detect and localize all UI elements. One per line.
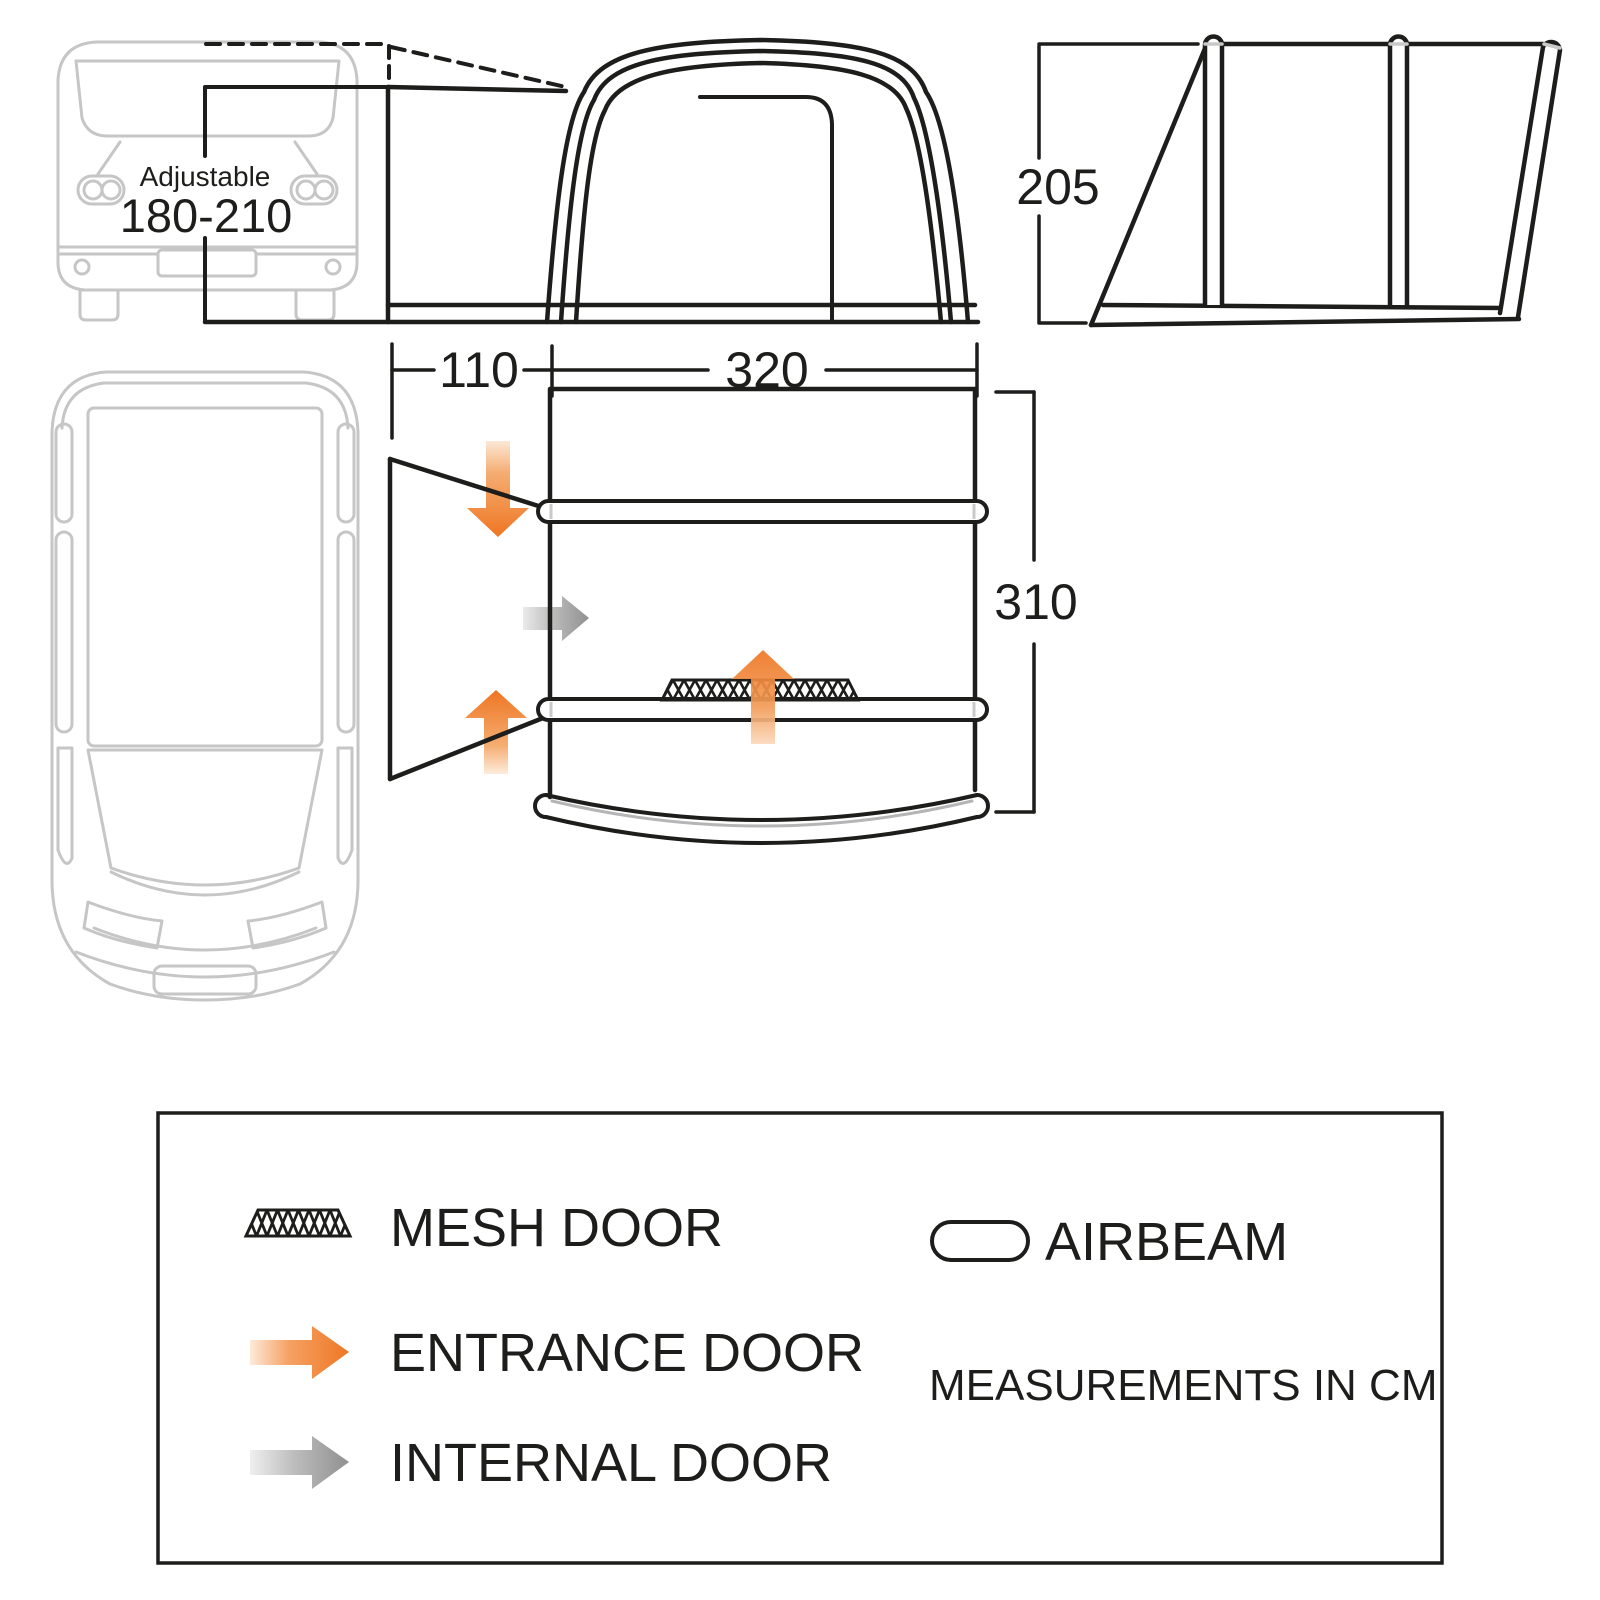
van-top-headlight-left xyxy=(82,900,164,950)
tunnel-plan-top-diag xyxy=(387,456,551,512)
legend-item-entrance-door: ENTRANCE DOOR xyxy=(250,1323,864,1383)
van-top-window-right-3 xyxy=(336,746,354,865)
van-rear-view xyxy=(56,40,359,322)
van-taillight-right-bulb xyxy=(295,179,317,201)
tunnel-top-edge xyxy=(385,84,569,94)
van-top-window-left-3 xyxy=(56,746,74,865)
van-top-window-right-2 xyxy=(336,530,356,734)
airbeam-front xyxy=(536,499,989,524)
van-top-headlight-right xyxy=(246,900,328,950)
van-connection-lines xyxy=(203,42,572,322)
rear-ground-top xyxy=(1100,302,1508,311)
entrance-door-arrow-down xyxy=(467,441,529,537)
airbeam-swatch-pill xyxy=(930,1220,1030,1262)
floorplan-linework xyxy=(387,386,978,800)
awning-side-view xyxy=(202,37,981,325)
legend-item-airbeam: AIRBEAM xyxy=(930,1212,1288,1272)
van-top-grille xyxy=(152,964,258,996)
van-taillight-left-bulb xyxy=(82,179,104,201)
adjustable-range: 180-210 xyxy=(120,189,293,242)
van-taillight-left-bulb2 xyxy=(100,179,122,201)
measurements-note: MEASUREMENTS IN CM xyxy=(929,1361,1437,1410)
van-taillight-right xyxy=(289,174,339,206)
airbeam-curve-top xyxy=(544,793,979,822)
internal-door-swatch-arrow xyxy=(250,1436,349,1489)
width-dimension xyxy=(390,342,979,440)
airbeam-front-cap-hint xyxy=(549,504,976,519)
dim-205-label: 205 xyxy=(1016,159,1099,215)
van-rear-window xyxy=(74,59,341,138)
mesh-door-swatch xyxy=(243,1208,353,1238)
van-top-rear-glass xyxy=(60,381,350,430)
airbeam-curved-front xyxy=(533,793,990,845)
airbeam-curve-cap-right xyxy=(975,793,990,819)
van-bumper-dot-left xyxy=(73,258,91,276)
airbeam-curve-bottom xyxy=(544,815,979,845)
legend-item-mesh-door: MESH DOOR xyxy=(243,1198,723,1258)
van-pillar-crease-right xyxy=(293,140,319,176)
mesh-door-label: MESH DOOR xyxy=(390,1198,723,1258)
legend-item-internal-door: INTERNAL DOOR xyxy=(250,1433,832,1493)
airbeam-label: AIRBEAM xyxy=(1045,1212,1288,1272)
dim-110-label: 110 xyxy=(439,342,519,398)
arch-inner xyxy=(573,60,944,325)
van-taillight-right-bulb2 xyxy=(313,179,335,201)
van-top-hood-line xyxy=(109,870,301,897)
adjustable-label: Adjustable xyxy=(140,161,271,192)
airbeam-pole-right-slanted xyxy=(1497,39,1563,320)
van-top-bumper xyxy=(74,950,336,979)
entrance-door-arrow-up xyxy=(465,690,527,774)
rear-diagonal-guy xyxy=(1088,43,1209,328)
arch-middle xyxy=(558,48,954,325)
floorplan-door-arrows-under xyxy=(465,441,589,774)
entrance-door-arrow-mesh xyxy=(732,650,794,744)
entrance-door-swatch-arrow xyxy=(250,1326,349,1379)
airbeam-pole-1 xyxy=(1202,34,1225,308)
van-top-front-edge xyxy=(92,926,318,952)
entrance-door-label: ENTRANCE DOOR xyxy=(390,1323,864,1383)
height-dimension xyxy=(1037,42,1200,325)
van-bumper-dot-right xyxy=(324,258,342,276)
internal-door-label: INTERNAL DOOR xyxy=(390,1433,832,1493)
internal-door-arrow xyxy=(523,596,589,641)
van-wheel-left xyxy=(78,288,120,322)
airbeam-curve-inner-gray xyxy=(550,799,974,828)
floorplan-rect xyxy=(547,386,978,800)
rear-ground-bottom xyxy=(1088,316,1522,328)
van-top-window-left-2 xyxy=(54,530,74,734)
van-top-window-right-1 xyxy=(336,422,356,524)
van-top-roof xyxy=(86,406,324,748)
van-top-windshield xyxy=(86,748,324,887)
van-top-window-left-1 xyxy=(54,422,74,524)
tunnel-plan-bottom-diag xyxy=(387,713,551,782)
arch-outer xyxy=(544,37,971,325)
connection-dashed-diag xyxy=(389,45,572,90)
legend: MESH DOOR ENTRANCE DOOR INTERNAL DOOR AI… xyxy=(156,1111,1444,1565)
dim-310-label: 310 xyxy=(994,574,1077,630)
van-taillight-left xyxy=(76,174,126,206)
awning-rear-view xyxy=(1088,34,1563,328)
van-top-body-outline xyxy=(50,370,360,1002)
legend-box xyxy=(156,1111,1444,1565)
van-pillar-crease-left xyxy=(96,140,122,176)
airbeam-mid-cap-hint xyxy=(549,702,976,717)
van-top-view xyxy=(50,370,360,1002)
depth-dimension xyxy=(994,390,1036,814)
airbeam-pole-2 xyxy=(1387,34,1410,308)
van-wheel-right xyxy=(294,288,336,322)
side-door-outline xyxy=(698,95,834,324)
floorplan-airbeams xyxy=(533,499,990,845)
airbeam-curve-cap-left xyxy=(533,793,548,819)
